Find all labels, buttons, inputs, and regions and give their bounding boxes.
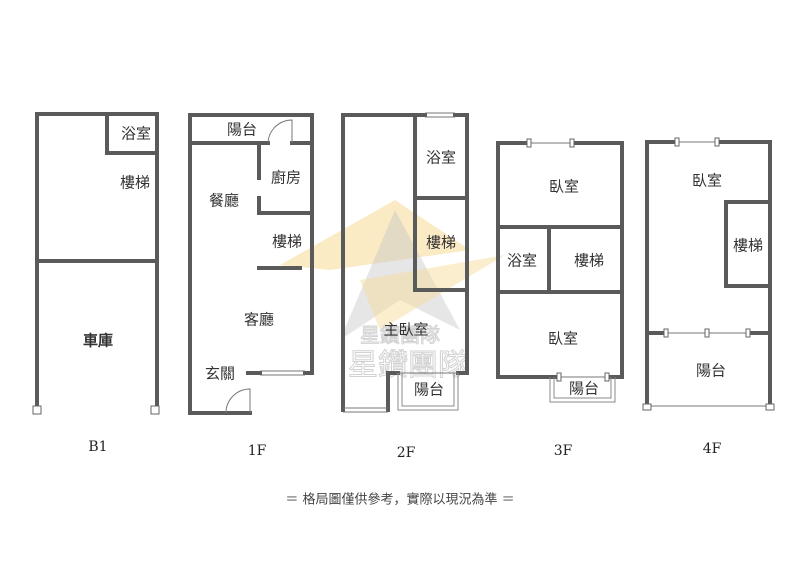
room-bathroom: 浴室 (507, 252, 537, 270)
floor-label-4f: 4F (703, 441, 722, 457)
floor-4f: 臥室 樓梯 陽台 4F (642, 137, 775, 457)
floor-label-2f: 2F (397, 445, 416, 461)
floor-b1: 浴室 樓梯 車庫 B1 (32, 112, 160, 455)
room-bathroom: 浴室 (121, 125, 151, 143)
watermark-text-small: 星鑽團隊 (360, 323, 440, 347)
floor-2f: 浴室 樓梯 主臥室 陽台 2F (341, 112, 469, 461)
floor-1f: 陽台 廚房 餐廳 樓梯 客廳 玄關 1F (188, 113, 314, 459)
room-dining: 餐廳 (209, 192, 239, 210)
room-stairs: 樓梯 (272, 233, 302, 251)
room-bedroom-rear: 臥室 (548, 330, 578, 348)
room-bedroom: 臥室 (692, 172, 722, 190)
room-stairs: 樓梯 (120, 174, 150, 192)
disclaimer-note: ＝ 格局圖僅供參考，實際以現況為準 ＝ (285, 492, 514, 508)
room-living: 客廳 (244, 311, 274, 329)
room-bedroom-front: 臥室 (549, 178, 579, 196)
floor-label-b1: B1 (88, 439, 107, 455)
room-balcony: 陽台 (414, 381, 444, 399)
floor-3f: 臥室 浴室 樓梯 臥室 陽台 3F (496, 138, 624, 459)
room-master-bedroom: 主臥室 (383, 321, 428, 339)
floor-label-1f: 1F (248, 443, 267, 459)
room-bathroom: 浴室 (426, 149, 456, 167)
room-stairs: 樓梯 (426, 234, 456, 252)
room-balcony: 陽台 (569, 380, 599, 398)
room-balcony: 陽台 (696, 362, 726, 380)
floor-label-3f: 3F (554, 443, 573, 459)
watermark-star-icon (340, 210, 460, 340)
room-stairs: 樓梯 (733, 237, 763, 255)
room-kitchen: 廚房 (271, 169, 301, 187)
room-entrance: 玄關 (205, 365, 235, 383)
room-garage: 車庫 (83, 332, 113, 350)
room-stairs: 樓梯 (574, 252, 604, 270)
watermark-star-ray-icon (280, 200, 470, 270)
watermark-logo: 星鑽團隊 星鑽團隊 (280, 200, 505, 384)
room-balcony: 陽台 (227, 121, 257, 139)
watermark-text-large: 星鑽團隊 (348, 348, 468, 383)
